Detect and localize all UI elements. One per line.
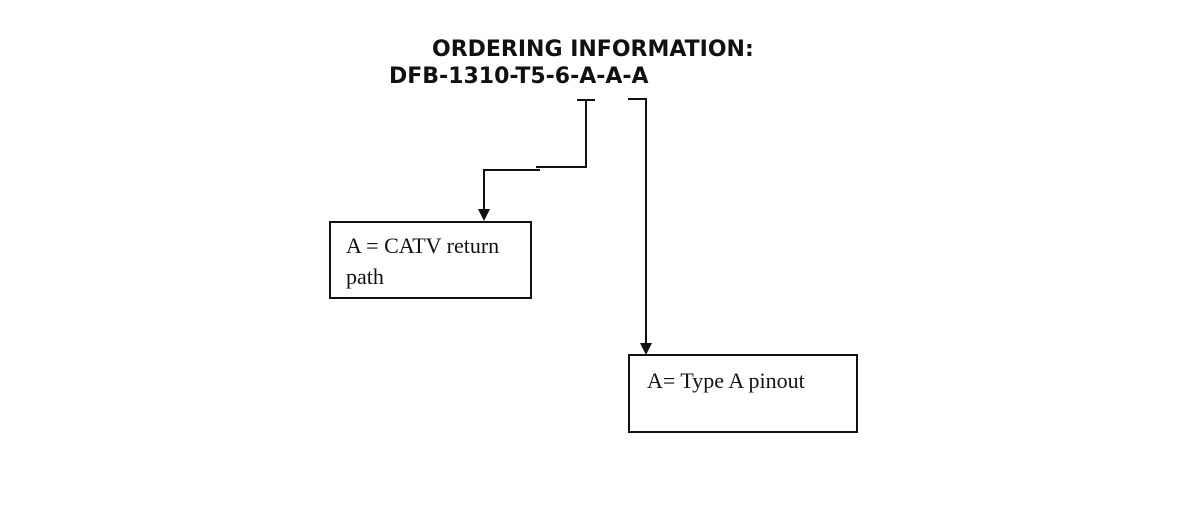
callout-label: A = CATV return path — [346, 233, 500, 289]
part-number: DFB-1310-T5-6-A-A-A — [389, 64, 649, 89]
callout-box-type-a-pinout: A= Type A pinout — [628, 354, 858, 433]
callout-label: A= Type A pinout — [647, 368, 805, 393]
page-title: ORDERING INFORMATION: — [432, 37, 754, 62]
arrow-down-icon — [478, 209, 490, 221]
connector-type-a-pinout — [628, 98, 647, 344]
connector-catv-return — [483, 99, 595, 210]
arrow-down-icon — [640, 343, 652, 355]
callout-box-catv-return: A = CATV return path — [329, 221, 532, 299]
